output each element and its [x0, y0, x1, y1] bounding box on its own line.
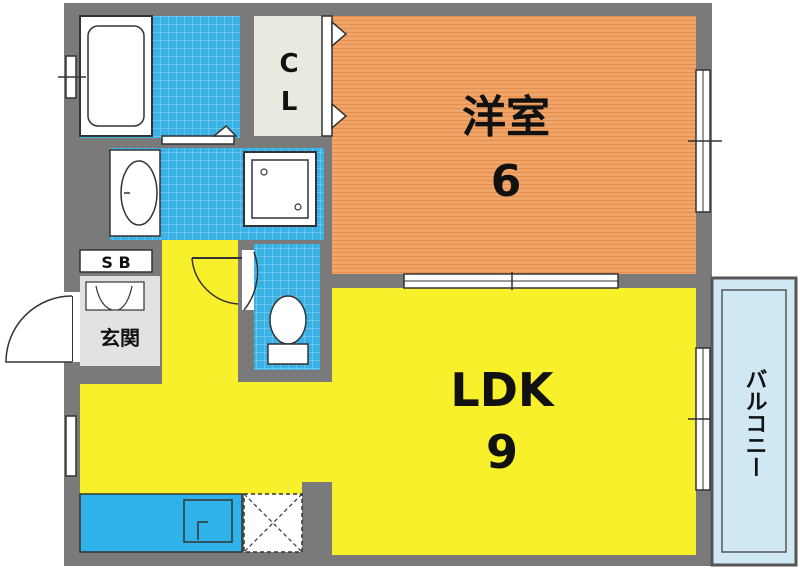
western-room-label: 洋室 [462, 92, 550, 143]
shoe-box [79, 249, 153, 273]
closet-label-line1: C [279, 49, 298, 79]
toilet [267, 295, 309, 365]
western-window-icon [688, 69, 722, 213]
bathtub-inner [87, 25, 145, 127]
entrance-door [5, 292, 80, 363]
western-room [332, 16, 696, 274]
closet-doors [321, 15, 348, 137]
balcony-label: バルコニー [742, 368, 767, 478]
entrance-label: 玄関 [100, 326, 140, 350]
ldk-room [80, 240, 696, 555]
ldk-size: 9 [486, 425, 518, 479]
closet [254, 16, 322, 136]
bath-window-icon [58, 55, 86, 99]
bath-door [161, 135, 235, 145]
toilet-door [242, 250, 259, 311]
bath-door-arrow-icon [211, 124, 238, 137]
western-room-size: 6 [491, 156, 522, 207]
entrance-shoe-rack [85, 281, 145, 311]
sliding-door [403, 272, 619, 290]
wash-basin-bowl [120, 160, 158, 226]
kitchen-sink [183, 499, 233, 543]
shoe-box-label: S B [101, 253, 130, 272]
ldk-window-icon [688, 347, 722, 491]
hall-door [191, 257, 242, 305]
ldk-left-window-icon [65, 415, 77, 477]
balcony [710, 276, 798, 567]
ldk-label: LDK [450, 363, 555, 417]
fridge-space [243, 493, 303, 553]
closet-label-line2: L [281, 87, 298, 117]
